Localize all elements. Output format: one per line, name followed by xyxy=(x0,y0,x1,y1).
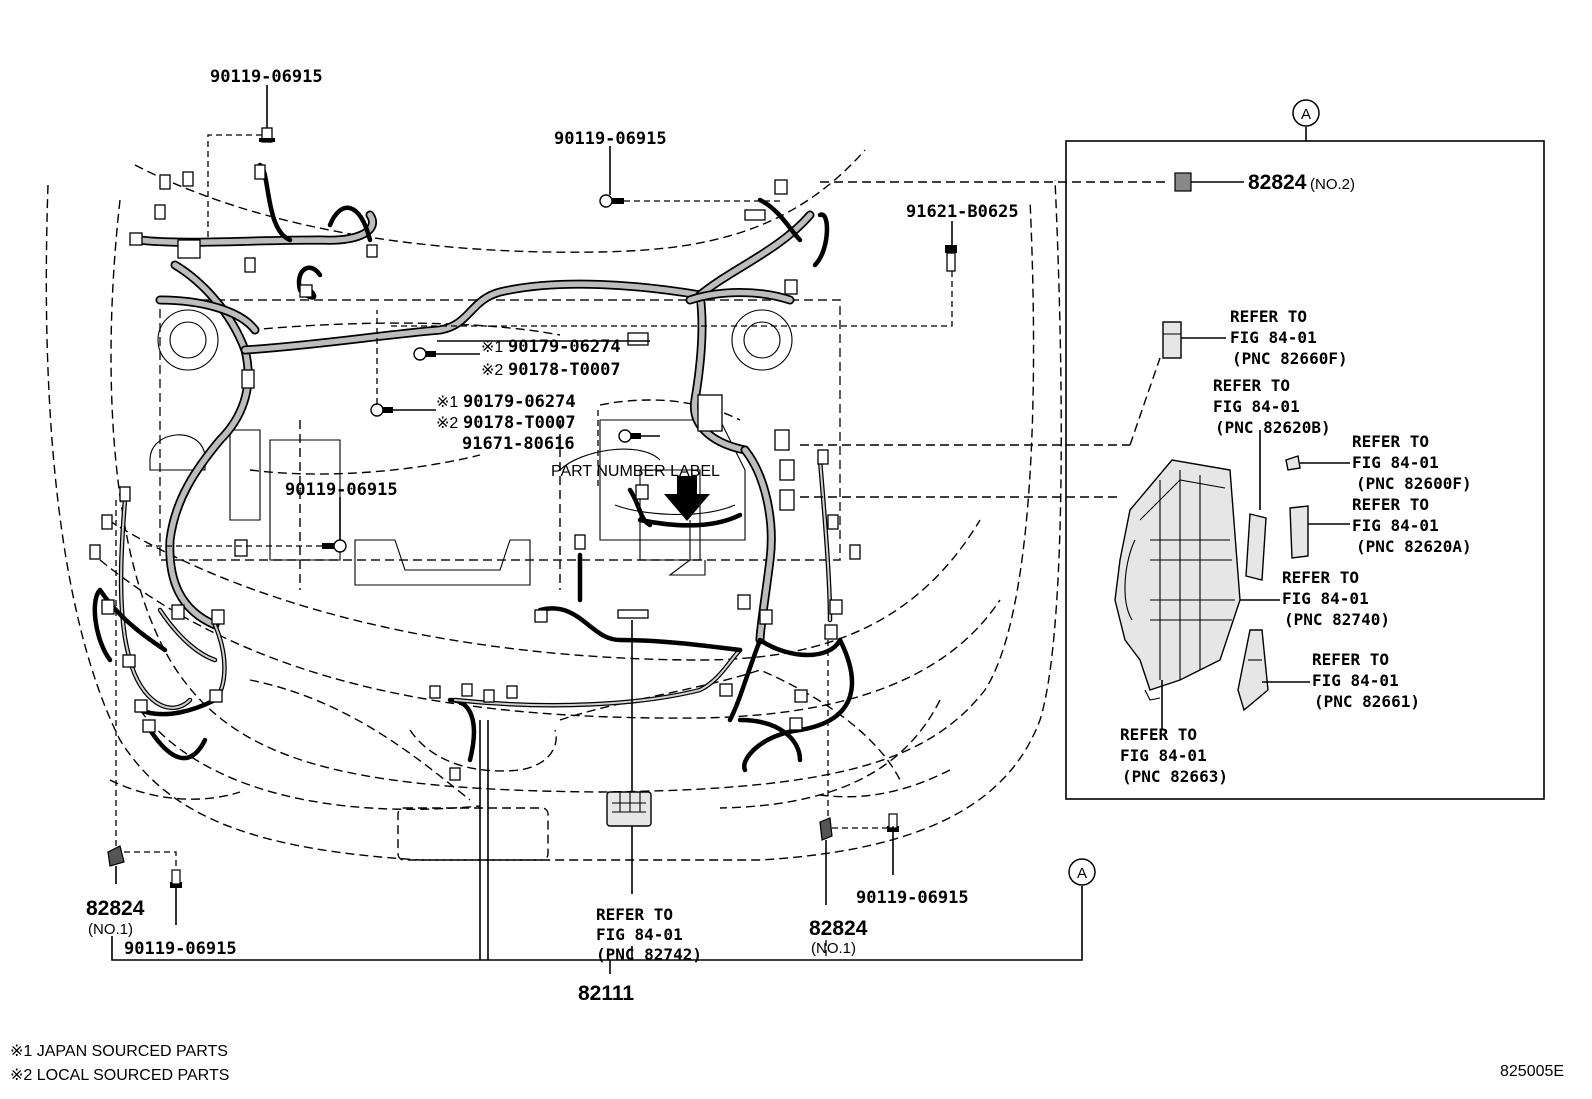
refer-82620b-line2: FIG 84-01 xyxy=(1213,397,1300,416)
bolt-bottom-left-icon xyxy=(170,869,182,888)
bolt-91621-icon xyxy=(945,245,957,272)
footnote-japan-sourced: ※1 JAPAN SOURCED PARTS xyxy=(10,1043,228,1060)
refer-82660f-line2: FIG 84-01 xyxy=(1230,328,1317,347)
bolt-top-center-icon xyxy=(599,194,624,208)
inset-a xyxy=(1065,99,1545,800)
label-82824-left: 82824 xyxy=(86,897,145,920)
refer-82663-line1: REFER TO xyxy=(1120,725,1197,744)
refer-82620a-line2: FIG 84-01 xyxy=(1352,516,1439,535)
refer-82620b-line3: (PNC 82620B) xyxy=(1215,418,1331,437)
label-bolt-top-left: 90119-06915 xyxy=(210,67,323,87)
refer-82660f-line3: (PNC 82660F) xyxy=(1232,349,1348,368)
label-no2: (NO.2) xyxy=(1310,176,1355,193)
label-bolt-bottom-left: 90119-06915 xyxy=(124,939,237,959)
mark-2-a: ※2 xyxy=(481,362,503,379)
label-no1-right: (NO.1) xyxy=(811,940,856,957)
refer-82742-line1: REFER TO xyxy=(596,905,673,924)
refer-82663-line2: FIG 84-01 xyxy=(1120,746,1207,765)
callout-a-bottom xyxy=(1068,858,1096,886)
refer-82742-line3: (PNC 82742) xyxy=(596,945,702,964)
footnote-local-sourced: ※2 LOCAL SOURCED PARTS xyxy=(10,1067,229,1084)
bolt-mid-icon xyxy=(322,539,347,553)
clip-90178-b-icon xyxy=(370,403,393,417)
connector-82742 xyxy=(606,791,652,827)
refer-82620b-line1: REFER TO xyxy=(1213,376,1290,395)
bolt-bottom-right-icon xyxy=(887,813,899,832)
clip-90178-a-icon xyxy=(413,347,436,361)
refer-82740-line3: (PNC 82740) xyxy=(1284,610,1390,629)
refer-82742-line2: FIG 84-01 xyxy=(596,925,683,944)
label-bolt-bottom-right: 90119-06915 xyxy=(856,888,969,908)
refer-82600f-line3: (PNC 82600F) xyxy=(1356,474,1472,493)
label-part-number-label: PART NUMBER LABEL xyxy=(551,463,720,480)
refer-82620a-line3: (PNC 82620A) xyxy=(1356,537,1472,556)
leader-lines xyxy=(111,85,1168,974)
label-82111: 82111 xyxy=(578,982,634,1005)
terminal-82824-right-icon xyxy=(819,817,833,841)
label-90178-a: 90178-T0007 xyxy=(508,360,621,380)
refer-82600f-line2: FIG 84-01 xyxy=(1352,453,1439,472)
mark-2-b: ※2 xyxy=(436,415,458,432)
refer-82663-line3: (PNC 82663) xyxy=(1122,767,1228,786)
refer-82600f-line1: REFER TO xyxy=(1352,432,1429,451)
figure-code: 825005E xyxy=(1500,1063,1564,1080)
part-number-label-arrow-icon xyxy=(664,476,710,521)
callout-a-inset-letter: A xyxy=(1301,106,1311,123)
terminal-82824-left-icon xyxy=(107,845,125,867)
refer-82620a-line1: REFER TO xyxy=(1352,495,1429,514)
refer-82661-line1: REFER TO xyxy=(1312,650,1389,669)
label-91671: 91671-80616 xyxy=(462,434,575,454)
bolt-91671-icon xyxy=(618,429,641,443)
refer-82660f-line1: REFER TO xyxy=(1230,307,1307,326)
refer-82740-line1: REFER TO xyxy=(1282,568,1359,587)
label-82824-right: 82824 xyxy=(809,917,868,940)
label-bolt-91621: 91621-B0625 xyxy=(906,202,1019,222)
branch-wires xyxy=(92,162,855,773)
connectors xyxy=(89,164,861,781)
label-82824-no2: 82824 xyxy=(1248,171,1307,194)
callout-a-bottom-letter: A xyxy=(1077,865,1087,882)
label-no1-left: (NO.1) xyxy=(88,921,133,938)
mark-1-b: ※1 xyxy=(436,394,458,411)
refer-82661-line2: FIG 84-01 xyxy=(1312,671,1399,690)
refer-82661-line3: (PNC 82661) xyxy=(1314,692,1420,711)
label-bolt-mid: 90119-06915 xyxy=(285,480,398,500)
label-90179-b: 90179-06274 xyxy=(463,392,576,412)
label-bolt-top-center: 90119-06915 xyxy=(554,129,667,149)
mark-1-a: ※1 xyxy=(481,339,503,356)
refer-82740-line2: FIG 84-01 xyxy=(1282,589,1369,608)
label-90179-a: 90179-06274 xyxy=(508,337,621,357)
label-90178-b: 90178-T0007 xyxy=(463,413,576,433)
